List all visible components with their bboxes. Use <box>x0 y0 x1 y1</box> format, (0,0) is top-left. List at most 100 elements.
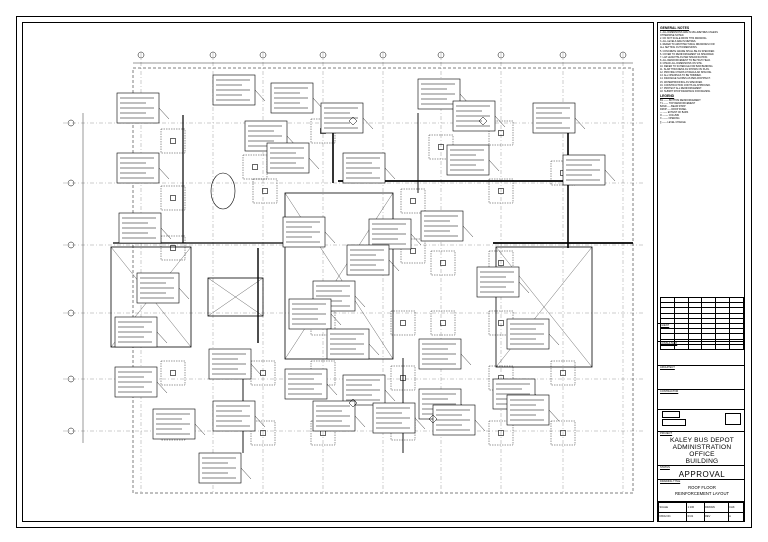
callout-leader <box>518 281 530 294</box>
drop-panel <box>550 360 576 386</box>
column <box>438 144 444 150</box>
drop-panel <box>310 420 336 446</box>
project-title: KALEY BUS DEPOT ADMINISTRATION OFFICE BU… <box>660 437 744 465</box>
callout-leader <box>156 331 168 344</box>
column <box>170 138 176 144</box>
drop-panel <box>488 420 514 446</box>
note-line: 15. WATERPROOFING AS SPECIFIED. <box>660 80 703 84</box>
plan-drawing-area <box>22 22 654 522</box>
grid-bubble <box>619 51 627 59</box>
info-cell: DRAWN <box>703 502 729 513</box>
callout-leader <box>388 259 400 272</box>
company-stamp <box>662 411 680 418</box>
note-line: 11. SLAB THICKNESS AS SHOWN ON PLAN. <box>660 68 710 72</box>
callout-leader <box>254 415 266 428</box>
contractor-label: CONTRACTOR <box>660 390 679 393</box>
column <box>260 430 266 436</box>
drop-panel <box>250 360 276 386</box>
drawing-info-table: SCALE 1:100 DRAWN CHK DWG NO. R-01 REV A <box>657 502 745 522</box>
drop-panel <box>390 310 416 336</box>
callout-leader <box>156 381 168 394</box>
client-label: CLIENT <box>660 324 670 327</box>
detail-callout <box>210 172 236 210</box>
roof-floor-plan <box>63 51 643 494</box>
column <box>170 195 176 201</box>
drop-panel <box>160 235 186 261</box>
note-line: 14. DRAINAGE SLOPES AS PER ARCHITECT. <box>660 77 711 81</box>
section-marker <box>348 116 358 126</box>
column <box>498 320 504 326</box>
drawing-title: ROOF FLOOR REINFORCEMENT LAYOUT <box>660 485 744 496</box>
callout-leader <box>254 89 266 102</box>
drop-panel <box>250 420 276 446</box>
callout-leader <box>178 287 190 300</box>
callout-leader <box>362 117 374 130</box>
callout-leader <box>308 157 320 170</box>
callout-leader <box>488 159 500 172</box>
company-details <box>662 419 686 426</box>
callout-leader <box>604 169 616 182</box>
project-title-line1: KALEY BUS DEPOT <box>669 437 735 444</box>
architect-label: ARCHITECT <box>660 366 675 369</box>
callout-leader <box>240 467 252 480</box>
grid-bubble <box>67 427 75 435</box>
column <box>440 260 446 266</box>
drop-panel <box>488 120 514 146</box>
company-section <box>658 409 744 431</box>
note-line: 12. PROVIDE CHAIRS AT REGULAR SPACING. <box>660 71 712 75</box>
column <box>498 260 504 266</box>
drawing-info-grid: SCALE 1:100 DRAWN CHK DWG NO. R-01 REV A <box>657 501 745 522</box>
project-label: PROJECT <box>660 432 673 435</box>
note-line: 3. ALL LEVELS ARE IN METRES. <box>660 40 697 44</box>
opening-panel <box>207 277 264 317</box>
callout-leader <box>330 313 342 326</box>
info-cell: DWG NO. <box>657 511 688 522</box>
opening-diagonal <box>207 277 264 317</box>
drop-panel <box>400 188 426 214</box>
column <box>440 320 446 326</box>
column <box>252 164 258 170</box>
grid-bubble <box>259 51 267 59</box>
note-line: 1. ALL DIMENSIONS ARE IN MILLIMETRES UNL… <box>660 31 718 34</box>
grid-bubble <box>209 51 217 59</box>
section-marker <box>428 414 438 424</box>
column <box>170 370 176 376</box>
legend-line: [] ------ LEVEL CHANGE <box>660 120 686 124</box>
legend-line: --- ----- EXTENT OF BARS <box>660 111 689 115</box>
drop-panel <box>252 178 278 204</box>
callout-leader <box>368 343 380 356</box>
callout-leader <box>324 231 336 244</box>
column <box>410 198 416 204</box>
project-title-line2: ADMINISTRATION OFFICE <box>672 444 732 458</box>
info-cell: REV <box>703 511 729 522</box>
title-section: DRAWING TITLE ROOF FLOOR REINFORCEMENT L… <box>658 479 744 501</box>
callout-leader <box>460 353 472 366</box>
callout-leader <box>160 227 172 240</box>
drop-panel <box>430 250 456 276</box>
note-line: 9. CHECK ALL DIMENSIONS ON SITE. <box>660 61 703 65</box>
grid-bubble <box>559 51 567 59</box>
info-cell: CHK <box>727 502 745 513</box>
callout-leader <box>474 419 486 432</box>
grid-bubble <box>437 51 445 59</box>
callout-leader <box>548 333 560 346</box>
opening-panel <box>495 246 593 368</box>
section-marker <box>478 116 488 126</box>
callout-leader <box>548 409 560 422</box>
callout-leader <box>250 363 262 376</box>
note-line: 13. ALL OPENINGS TO BE TRIMMED. <box>660 74 702 78</box>
drawing-title-line2: REINFORCEMENT LAYOUT <box>674 490 730 496</box>
column <box>498 188 504 194</box>
callout-leader <box>462 225 474 238</box>
notes-heading: GENERAL NOTES <box>660 26 690 30</box>
project-section: PROJECT KALEY BUS DEPOT ADMINISTRATION O… <box>658 431 744 465</box>
grid-bubble <box>137 51 145 59</box>
callout-leader <box>384 167 396 180</box>
title-block: GENERAL NOTES 1. ALL DIMENSIONS ARE IN M… <box>657 22 745 522</box>
drop-panel <box>488 178 514 204</box>
column <box>410 248 416 254</box>
column <box>400 320 406 326</box>
callout-leader <box>158 167 170 180</box>
status-value: APPROVAL <box>678 470 726 479</box>
